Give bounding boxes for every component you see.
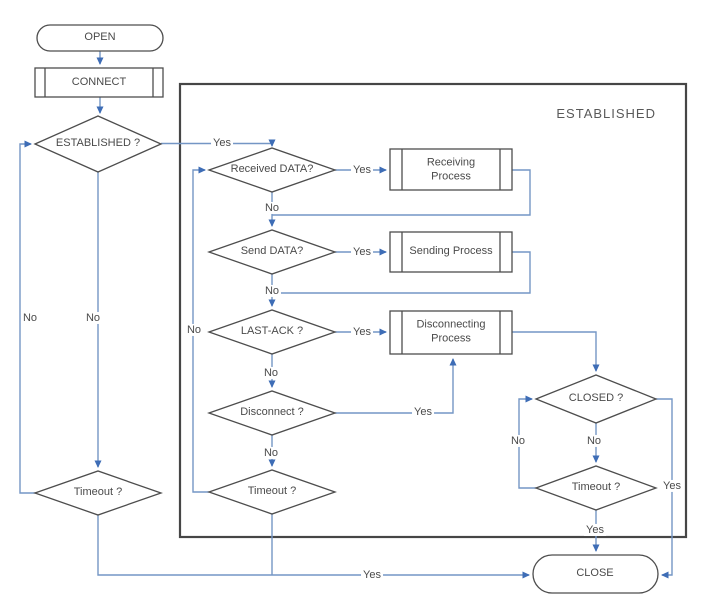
right-timeout-decision-shape — [534, 465, 658, 511]
connect-node-label: CONNECT — [71, 76, 127, 89]
right-timeout-decision-label: Timeout ? — [571, 481, 621, 494]
sending-process-shape — [389, 231, 513, 273]
edge-disconnecting-to-closed — [512, 331, 600, 372]
established-decision-shape — [33, 115, 163, 173]
inner-loop-no-label: No — [184, 323, 204, 337]
established-yes-label: Yes — [211, 136, 233, 150]
node-shapes — [33, 24, 659, 594]
closed-decision-label: CLOSED ? — [568, 392, 624, 405]
closed-loop-no-label: No — [508, 434, 528, 448]
right-timeout-yes-label: Yes — [584, 523, 606, 537]
disconnecting-process-label: Disconnecting Process — [416, 318, 486, 344]
send-yes-label: Yes — [351, 245, 373, 259]
received-no-label: No — [262, 201, 282, 215]
disconnect-no-label: No — [261, 446, 281, 460]
open-node-label: OPEN — [84, 31, 116, 44]
bottom-yes-label: Yes — [361, 568, 383, 582]
edge-receiving-return — [272, 169, 531, 216]
receiving-process-label: Receiving Process — [426, 156, 476, 182]
closed-decision-shape — [534, 374, 658, 424]
close-node-label: CLOSE — [576, 567, 614, 580]
left-timeout-decision-label: Timeout ? — [73, 486, 123, 499]
sending-process-label: Sending Process — [409, 245, 493, 258]
disconnecting-process-shape — [389, 310, 513, 355]
edge-left-timeout-no-loop — [19, 140, 37, 494]
inner-timeout-decision-shape — [207, 469, 337, 515]
last-ack-decision-shape — [207, 309, 337, 355]
send-data-decision-shape — [207, 229, 337, 275]
edge-bottom-yes-to-close — [97, 515, 530, 579]
last-ack-yes-label: Yes — [351, 325, 373, 339]
established-region-label: ESTABLISHED — [556, 106, 656, 121]
inner-timeout-decision-label: Timeout ? — [247, 485, 297, 498]
received-data-decision-shape — [207, 147, 337, 193]
receiving-process-shape — [389, 148, 513, 191]
last-ack-decision-label: LAST-ACK ? — [240, 325, 304, 338]
established-no-label: No — [83, 311, 103, 325]
received-yes-label: Yes — [351, 163, 373, 177]
received-data-decision-label: Received DATA? — [230, 163, 314, 176]
last-ack-no-label: No — [261, 366, 281, 380]
send-no-label: No — [262, 284, 282, 298]
closed-no-label: No — [584, 434, 604, 448]
disconnect-decision-label: Disconnect ? — [240, 406, 304, 419]
disconnect-decision-shape — [207, 390, 337, 436]
established-decision-label: ESTABLISHED ? — [55, 137, 141, 150]
open-terminator-shape — [36, 24, 164, 52]
edge-disconnect-yes — [335, 358, 457, 414]
disconnect-yes-label: Yes — [412, 405, 434, 419]
send-data-decision-label: Send DATA? — [240, 245, 304, 258]
connect-process-shape — [34, 67, 164, 98]
left-timeout-decision-shape — [33, 470, 163, 516]
closed-yes-label: Yes — [661, 479, 683, 493]
outer-loop-no-label: No — [20, 311, 40, 325]
established-region-box — [178, 82, 688, 539]
close-terminator-shape — [532, 554, 659, 594]
edge-sending-return — [272, 251, 531, 294]
edge-established-yes — [161, 139, 276, 147]
